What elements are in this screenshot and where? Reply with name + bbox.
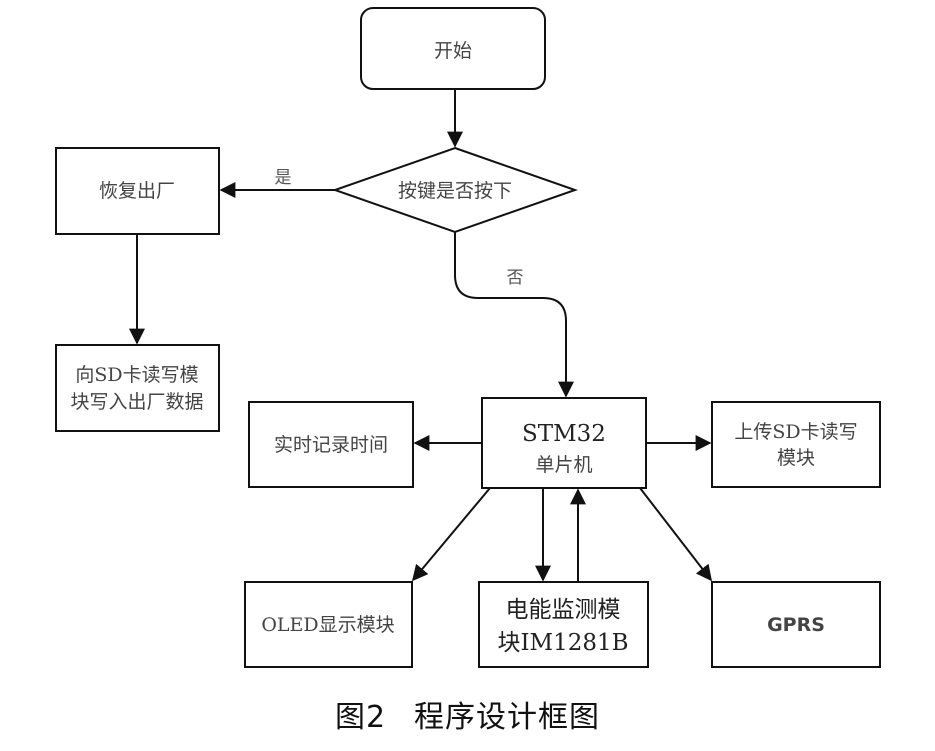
- sd-write-label-line1: 向SD卡读写模: [75, 364, 198, 386]
- edge-no-label: 否: [507, 268, 524, 288]
- edge-yes-label: 是: [275, 168, 292, 188]
- mcu-label-line1: STM32: [522, 421, 606, 447]
- figure-title: 程序设计框图: [414, 700, 601, 735]
- figure-caption: 图2 程序设计框图: [0, 692, 935, 736]
- start-label: 开始: [434, 40, 472, 62]
- edge-mcu-to-gprs: [639, 487, 712, 582]
- mcu-label-line2: 单片机: [535, 454, 592, 476]
- oled-node: OLED显示模块: [244, 581, 413, 668]
- sd-upload-label-line1: 上传SD卡读写: [734, 421, 857, 443]
- rtc-label: 实时记录时间: [274, 434, 388, 456]
- figure-number: 图2: [334, 700, 387, 735]
- gprs-label: GPRS: [767, 614, 825, 636]
- restore-node: 恢复出厂: [55, 147, 220, 235]
- decision-label: 按键是否按下: [398, 180, 512, 202]
- edge-decision-no: [454, 232, 574, 398]
- gprs-node: GPRS: [711, 581, 881, 668]
- meter-node: 电能监测模 块IM1281B: [478, 581, 649, 668]
- oled-label: OLED显示模块: [261, 614, 394, 636]
- sd-upload-label-line2: 模块: [777, 447, 815, 469]
- decision-node: 按键是否按下: [331, 146, 579, 234]
- start-node: 开始: [360, 7, 546, 90]
- restore-label: 恢复出厂: [99, 180, 175, 202]
- sd-write-label-line2: 块写入出厂数据: [70, 391, 203, 413]
- sd-write-node: 向SD卡读写模 块写入出厂数据: [55, 344, 220, 432]
- edge-mcu-to-oled: [411, 487, 491, 582]
- sd-upload-node: 上传SD卡读写 模块: [711, 401, 881, 488]
- meter-label-line1: 电能监测模: [506, 597, 621, 623]
- mcu-node: STM32 单片机: [481, 397, 647, 489]
- meter-label-line2: 块IM1281B: [497, 630, 628, 656]
- rtc-node: 实时记录时间: [248, 401, 414, 488]
